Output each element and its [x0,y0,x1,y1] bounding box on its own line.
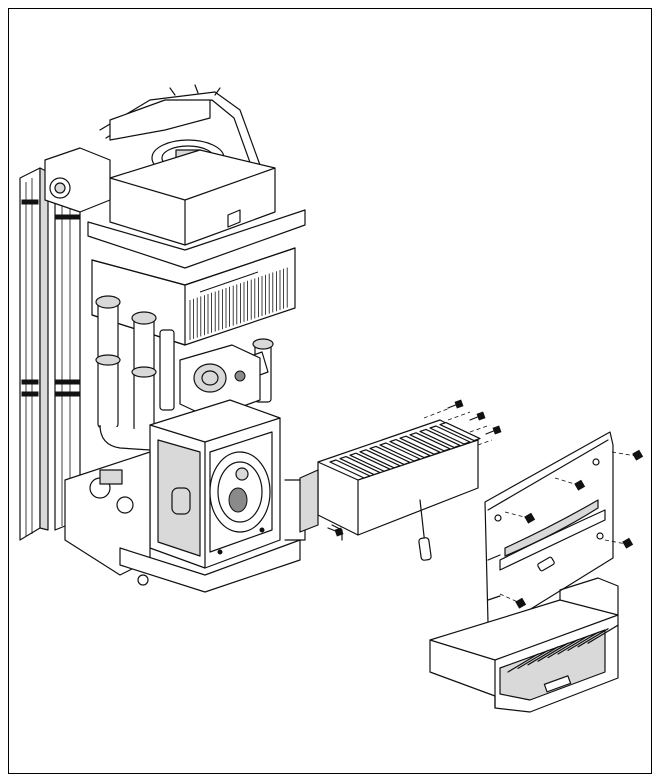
burner-screws [327,399,502,537]
gas-valve [179,344,261,419]
bottom-tray [429,577,619,713]
fan-hood [87,149,306,269]
boiler-assembly [19,84,306,593]
tray-slot [587,624,619,644]
tray-slot [537,642,569,662]
burner-blade [419,428,461,448]
screw [469,411,486,421]
burner-blades [329,422,481,479]
tray-slot [507,653,539,673]
tray-slot [527,646,559,666]
tray-slot [567,631,599,652]
screw [485,425,502,435]
tray-slot [547,638,579,659]
burner-blade [429,425,471,445]
burner-blade [389,439,431,459]
combustion-chamber-front-cover [484,431,614,629]
burner-blade [339,456,381,476]
screw [604,537,634,549]
burner-blade [439,422,481,442]
burner-blade [359,449,401,469]
screw [447,399,464,409]
tray-slot [557,635,589,655]
screw [499,593,527,609]
cover-screws [499,449,644,609]
burner-blade [409,432,451,452]
tray-slot [517,649,549,670]
screw [327,527,344,537]
combustion-chamber [149,399,281,569]
tray-slot [577,628,609,648]
burner-blade [379,442,421,462]
pump-housing [44,147,111,213]
figure-frame [8,8,652,774]
tray-slots [507,624,619,673]
screw [554,477,586,491]
chassis-base [64,451,306,593]
screw [611,449,644,461]
burner-blade [349,452,391,472]
screw [504,511,536,524]
side-rail [19,167,49,541]
fins [189,267,288,340]
burner-assembly [299,407,493,561]
burner-blade [399,435,441,455]
burner-blade [329,459,371,479]
burner-blade [369,445,411,465]
